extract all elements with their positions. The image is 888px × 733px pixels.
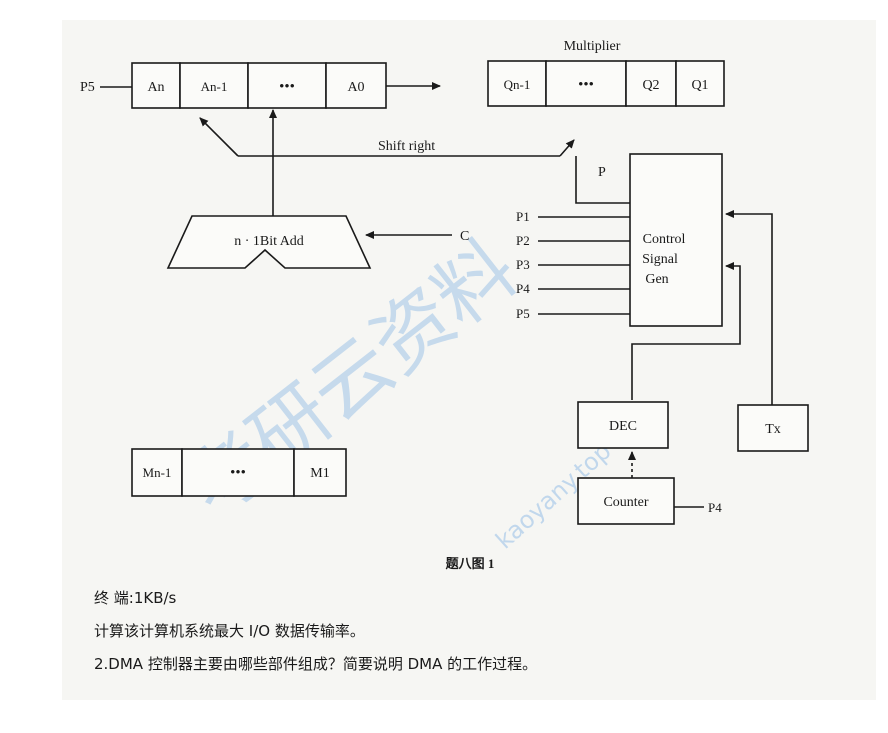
- counter-label: Counter: [603, 495, 648, 510]
- a-cell-label: An-1: [201, 79, 228, 94]
- control-input-label: P1: [516, 209, 530, 224]
- m-cell-m1: [293, 448, 347, 497]
- counter-input-label: P4: [708, 500, 722, 515]
- p-label: P: [598, 165, 606, 180]
- control-input-label: P2: [516, 233, 530, 248]
- adder: n · 1Bit Add C: [166, 109, 469, 269]
- dec-box: [577, 401, 669, 449]
- q-cell-dots: [545, 60, 627, 107]
- scanned-page: [62, 20, 876, 700]
- dec-block: DEC: [577, 401, 669, 449]
- a-cell-dots: [247, 62, 327, 109]
- terminal-rate-line: 终 端:1KB/s: [94, 589, 177, 607]
- a-cell-label: •••: [279, 79, 295, 95]
- dec-label: DEC: [609, 419, 637, 434]
- tx-label: Tx: [765, 422, 781, 437]
- tx-block: Tx: [737, 404, 809, 452]
- tx-box: [737, 404, 809, 452]
- carry-label: C: [460, 229, 469, 244]
- a-cell-a0: [325, 62, 387, 109]
- q-cell-q1: [675, 60, 725, 107]
- dma-question-line: 2.DMA 控制器主要由哪些部件组成？简要说明 DMA 的工作过程。: [94, 655, 538, 673]
- control-input-label: P3: [516, 257, 530, 272]
- control-signal-gen-box: [629, 153, 723, 327]
- adder-label: n · 1Bit Add: [234, 234, 304, 249]
- shift-right-label: Shift right: [378, 139, 435, 154]
- multiplier-title: Multiplier: [564, 39, 621, 54]
- m-cell-dots: [181, 448, 295, 497]
- a-register: P5 An An-1 ••• A0: [80, 62, 441, 109]
- control-input-label: P4: [516, 281, 530, 296]
- figure-caption: 题八图 1: [446, 556, 495, 571]
- m-cell-label: •••: [230, 465, 246, 481]
- multiplier-register: Multiplier Qn-1 ••• Q2 Q1: [487, 39, 725, 107]
- shift-right-path: Shift right P: [199, 117, 630, 204]
- control-input-label: P5: [516, 306, 530, 321]
- a-register-input-label: P5: [80, 80, 95, 95]
- control-gen-label: Control: [643, 232, 686, 247]
- m-cell-label: M1: [310, 466, 329, 481]
- m-cell-mn-1: [131, 448, 183, 497]
- a-cell-an: [131, 62, 181, 109]
- m-register: Mn-1 ••• M1: [131, 448, 347, 497]
- control-signal-gen: Control Signal Gen P1 P2 P3 P4 P5: [516, 153, 773, 405]
- counter-box: [577, 477, 675, 525]
- counter-block: Counter P4: [577, 451, 722, 525]
- q-cell-label: Q1: [691, 78, 708, 93]
- watermark: 考研云资料 kaoyany.top: [171, 224, 616, 555]
- a-cell-an-1: [179, 62, 249, 109]
- a-cell-label: An: [147, 80, 164, 95]
- q-cell-qn-1: [487, 60, 547, 107]
- a-cell-label: A0: [347, 80, 364, 95]
- q-cell-label: Qn-1: [504, 77, 531, 92]
- question-line: 计算该计算机系统最大 I/O 数据传输率。: [94, 622, 365, 640]
- q-cell-label: Q2: [642, 78, 659, 93]
- control-gen-label: Gen: [645, 272, 668, 287]
- m-cell-label: Mn-1: [143, 465, 172, 480]
- q-cell-label: •••: [578, 77, 594, 93]
- control-gen-label: Signal: [642, 252, 678, 267]
- adder-shape: [166, 215, 372, 269]
